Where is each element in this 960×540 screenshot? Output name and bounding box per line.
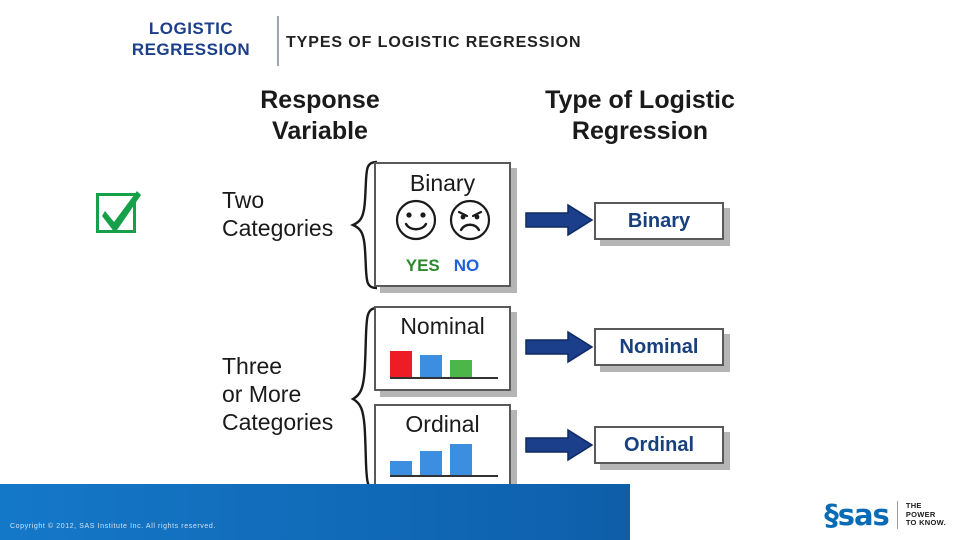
binary-faces (376, 198, 509, 242)
frowny-face-icon (449, 199, 490, 241)
nominal-bar-3 (450, 360, 472, 377)
ordinal-bar-chart (390, 433, 498, 477)
sas-tagline: THE POWER TO KNOW. (906, 502, 946, 528)
panel-nominal: Nominal (374, 306, 511, 391)
row-label-two-categories: Two Categories (222, 186, 362, 242)
panel-binary-title: Binary (409, 170, 476, 196)
result-box-binary: Binary (594, 202, 724, 240)
logo-divider (896, 501, 898, 529)
tagline-line1: THE (905, 501, 922, 511)
response-heading-line1: Response (260, 86, 380, 114)
arrow-ordinal-icon (525, 428, 594, 462)
nominal-bar-chart (390, 335, 498, 379)
result-box-nominal: Nominal (594, 328, 724, 366)
ordinal-bar-1 (390, 461, 412, 475)
slide-footer: Copyright © 2012, SAS Institute Inc. All… (0, 484, 960, 540)
row-label-three-or-more-categories: Three or More Categories (222, 352, 372, 436)
three-categories-line2: or More (222, 381, 302, 407)
panel-ordinal-title: Ordinal (405, 411, 480, 437)
ordinal-bar-2 (420, 451, 442, 475)
smiley-face-icon (395, 199, 436, 241)
checkmark-glyph (102, 191, 141, 233)
arrow-binary-icon (525, 203, 594, 237)
nominal-bar-2 (420, 355, 442, 377)
panel-binary: Binary YES NO (374, 162, 511, 287)
type-heading-line2: Regression (571, 117, 709, 145)
sas-logo: §sas THE POWER TO KNOW. (824, 498, 946, 532)
type-heading-line1: Type of Logistic (545, 86, 735, 114)
two-categories-line2: Categories (222, 215, 334, 241)
result-box-ordinal: Ordinal (594, 426, 724, 464)
three-categories-line3: Categories (222, 409, 334, 435)
arrow-nominal-icon (525, 330, 594, 364)
slide-header: LOGISTIC REGRESSION TYPES OF LOGISTIC RE… (0, 0, 960, 72)
header-topic-line2: REGRESSION (131, 40, 251, 59)
tagline-line2: POWER (905, 509, 936, 519)
two-categories-line1: Two (222, 187, 265, 213)
column-heading-type: Type of Logistic Regression (520, 85, 760, 147)
ordinal-bar-3 (450, 444, 472, 475)
nominal-bar-1 (390, 351, 412, 377)
panel-nominal-title: Nominal (400, 313, 485, 339)
copyright-text: Copyright © 2012, SAS Institute Inc. All… (10, 523, 216, 530)
label-no: NO (453, 256, 480, 275)
brace-two-categories (350, 160, 378, 290)
response-heading-line2: Variable (272, 117, 368, 145)
three-categories-line1: Three (222, 353, 283, 379)
panel-ordinal: Ordinal (374, 404, 511, 489)
label-yes: YES (405, 256, 440, 275)
checkmark-icon (96, 191, 142, 239)
sas-wordmark: §sas (824, 498, 890, 532)
tagline-line3: TO KNOW. (905, 518, 946, 528)
brace-three-or-more-categories (350, 306, 378, 492)
footer-blue-bar (0, 484, 960, 540)
header-topic-label: LOGISTIC REGRESSION (108, 18, 274, 60)
header-topic-line1: LOGISTIC (148, 19, 234, 38)
page-title: TYPES OF LOGISTIC REGRESSION (286, 34, 582, 51)
column-heading-response: Response Variable (200, 85, 440, 147)
header-divider (277, 16, 279, 66)
binary-yes-no-labels: YES NO (376, 256, 509, 276)
